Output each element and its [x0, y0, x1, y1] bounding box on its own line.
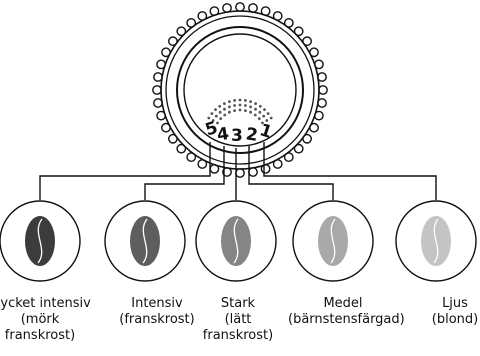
intensity-dot	[254, 107, 257, 111]
intensity-dot	[244, 104, 247, 107]
intensity-dot	[261, 121, 264, 125]
roast-label-1: Ljus (blond)	[431, 296, 479, 327]
intensity-dot	[249, 110, 253, 114]
intensity-dot	[258, 104, 262, 108]
grip-ridge	[152, 85, 162, 95]
dial-number-3: 3	[231, 126, 243, 146]
intensity-dot	[210, 112, 214, 115]
intensity-dot	[266, 112, 270, 115]
leader-line-5	[39, 142, 211, 200]
dial-number-1: 1	[257, 120, 274, 143]
roast-option-3[interactable]	[195, 200, 277, 282]
intensity-dot	[228, 105, 231, 109]
intensity-dot	[253, 113, 257, 117]
grip-ridge	[318, 85, 328, 95]
intensity-dot	[238, 103, 242, 107]
selector-knob[interactable]	[152, 2, 328, 178]
grip-ridge	[176, 143, 187, 154]
bean-crease	[330, 218, 336, 264]
roast-option-1[interactable]	[395, 200, 477, 282]
dial-number-4: 4	[216, 124, 231, 145]
bean-crease	[433, 218, 439, 264]
intensity-dot	[216, 121, 219, 125]
knob-grip-ridges	[152, 2, 328, 178]
roast-label-3: Stark (lätt franskrost)	[202, 296, 274, 343]
roast-option-4[interactable]	[104, 200, 186, 282]
intensity-dot	[207, 116, 211, 120]
grip-ridge	[293, 26, 304, 37]
intensity-dot	[258, 110, 262, 114]
intensity-dot	[233, 99, 237, 102]
intensity-dot	[244, 109, 247, 112]
intensity-dot	[233, 104, 237, 107]
intensity-dot	[214, 108, 217, 111]
intensity-dot	[219, 117, 223, 120]
intensity-dot	[233, 109, 237, 112]
intensity-dot	[211, 119, 215, 122]
intensity-dot	[254, 102, 257, 105]
leader-line-2	[248, 146, 334, 200]
intensity-dot	[265, 119, 269, 122]
intensity-dot	[244, 99, 247, 102]
intensity-dot	[223, 107, 226, 111]
intensity-dot	[228, 110, 231, 114]
roast-options	[0, 200, 477, 282]
grip-ridge	[235, 168, 245, 178]
intensity-dot	[218, 104, 222, 108]
intensity-dot	[223, 102, 226, 105]
dial-number-5: 5	[203, 118, 220, 141]
intensity-dot	[262, 114, 266, 118]
intensity-dot	[257, 117, 261, 120]
bean-crease	[37, 218, 43, 264]
roast-option-2[interactable]	[292, 200, 374, 282]
intensity-dot	[263, 108, 266, 111]
intensity-dot	[269, 116, 273, 120]
intensity-dot	[223, 113, 227, 117]
intensity-dot	[249, 105, 253, 109]
bean-crease	[233, 218, 239, 264]
leader-lines	[39, 142, 437, 200]
roast-label-2: Medel (bärnstensfärgad)	[288, 296, 405, 327]
intensity-dot	[218, 110, 222, 114]
intensity-dot	[238, 98, 242, 102]
grip-ridge	[235, 2, 245, 12]
leader-line-4	[144, 146, 225, 200]
roast-label-4: Intensiv (franskrost)	[119, 296, 195, 327]
intensity-dot	[214, 114, 218, 118]
grip-ridge	[176, 26, 187, 37]
dial-number-2: 2	[245, 124, 260, 145]
roast-label-5: Mycket intensiv (mörk franskrost)	[0, 296, 91, 343]
roast-option-5[interactable]	[0, 200, 81, 282]
intensity-dot	[228, 100, 231, 103]
bean-crease	[142, 218, 148, 264]
intensity-dot	[238, 108, 242, 112]
intensity-dot	[249, 100, 253, 103]
intensity-dot-arc	[207, 98, 273, 125]
grip-ridge	[293, 143, 304, 154]
leader-line-1	[263, 142, 437, 200]
